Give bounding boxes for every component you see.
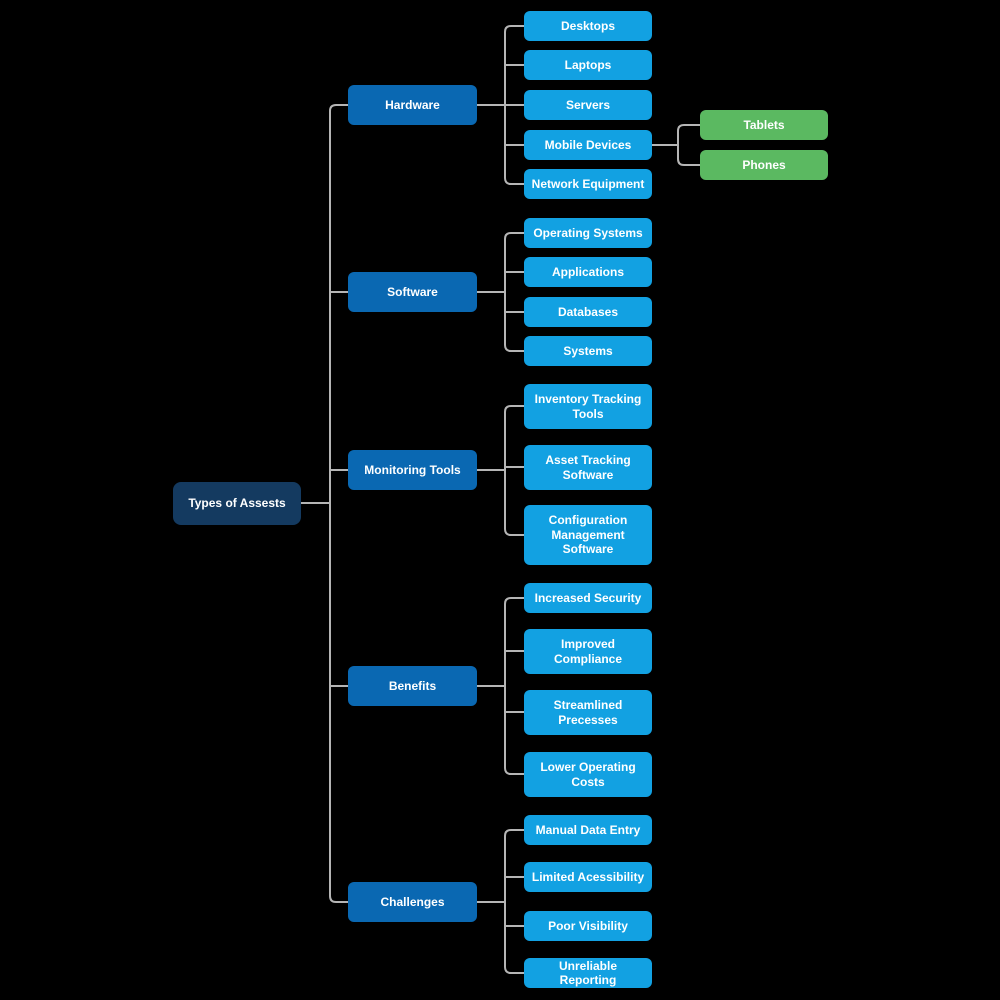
node-streamlined-precesses[interactable]: Streamlined Precesses	[524, 690, 652, 735]
node-software[interactable]: Software	[348, 272, 477, 312]
node-types-of-assests[interactable]: Types of Assests	[173, 482, 301, 525]
node-manual-data-entry[interactable]: Manual Data Entry	[524, 815, 652, 845]
node-applications[interactable]: Applications	[524, 257, 652, 287]
node-configuration-management-software[interactable]: Configuration Management Software	[524, 505, 652, 565]
node-limited-acessibility[interactable]: Limited Acessibility	[524, 862, 652, 892]
node-phones[interactable]: Phones	[700, 150, 828, 180]
connector-challenges-rail	[504, 829, 524, 974]
node-monitoring-tools[interactable]: Monitoring Tools	[348, 450, 477, 490]
connector-monitoring-rail	[504, 405, 524, 536]
node-laptops[interactable]: Laptops	[524, 50, 652, 80]
node-systems[interactable]: Systems	[524, 336, 652, 366]
node-inventory-tracking-tools[interactable]: Inventory Tracking Tools	[524, 384, 652, 429]
node-servers[interactable]: Servers	[524, 90, 652, 120]
node-mobile-devices[interactable]: Mobile Devices	[524, 130, 652, 160]
node-databases[interactable]: Databases	[524, 297, 652, 327]
node-increased-security[interactable]: Increased Security	[524, 583, 652, 613]
connector-benefits-rail	[504, 597, 524, 775]
node-benefits[interactable]: Benefits	[348, 666, 477, 706]
node-improved-compliance[interactable]: Improved Compliance	[524, 629, 652, 674]
connector-mobile-rail	[677, 124, 700, 166]
node-hardware[interactable]: Hardware	[348, 85, 477, 125]
node-challenges[interactable]: Challenges	[348, 882, 477, 922]
node-unreliable-reporting[interactable]: Unreliable Reporting	[524, 958, 652, 988]
connector-software-rail	[504, 232, 524, 352]
node-poor-visibility[interactable]: Poor Visibility	[524, 911, 652, 941]
node-operating-systems[interactable]: Operating Systems	[524, 218, 652, 248]
node-asset-tracking-software[interactable]: Asset Tracking Software	[524, 445, 652, 490]
connector-trunk-rail	[329, 104, 348, 903]
node-network-equipment[interactable]: Network Equipment	[524, 169, 652, 199]
node-lower-operating-costs[interactable]: Lower Operating Costs	[524, 752, 652, 797]
node-tablets[interactable]: Tablets	[700, 110, 828, 140]
node-desktops[interactable]: Desktops	[524, 11, 652, 41]
